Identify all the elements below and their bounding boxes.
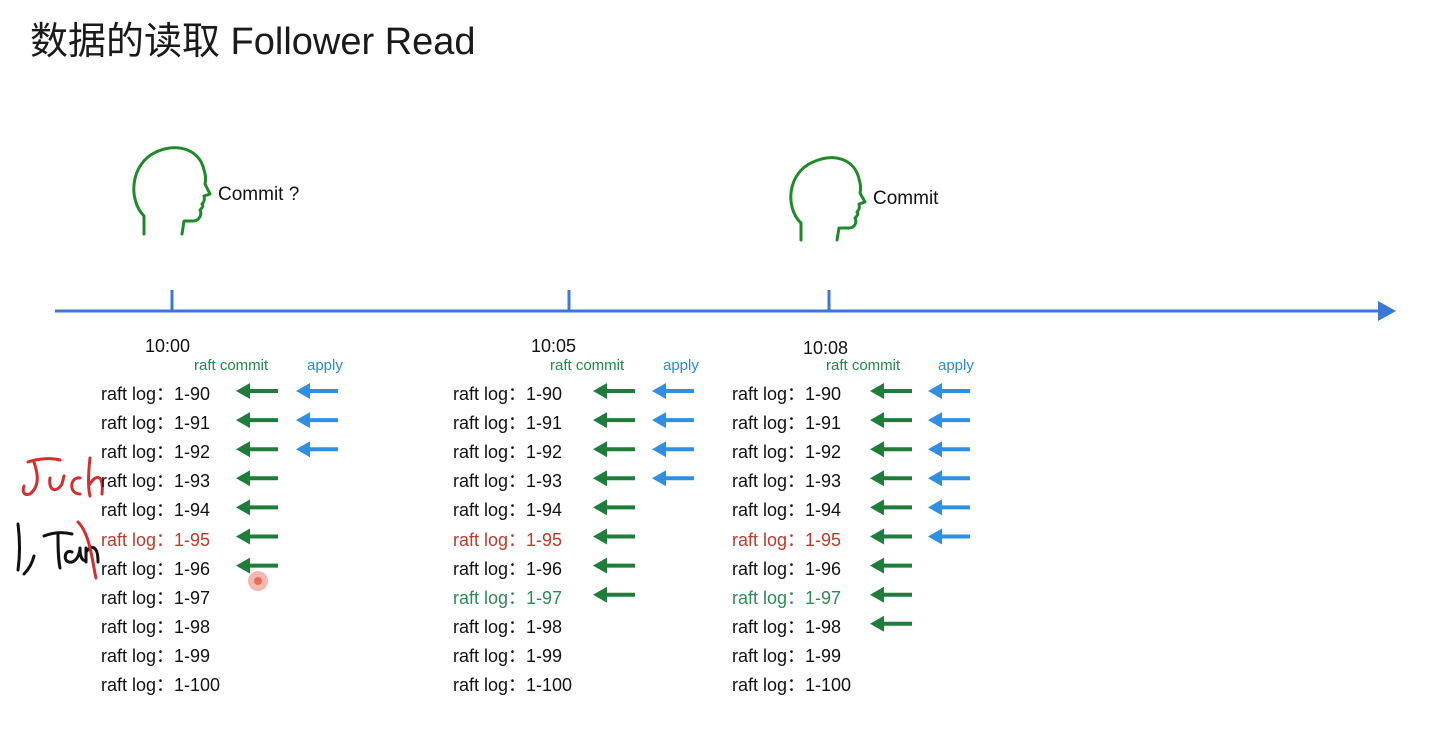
commit-arrow-icon	[593, 470, 635, 487]
commit-arrow-icon	[236, 441, 278, 458]
commit-arrow-icon	[236, 499, 278, 516]
commit-arrow-icon	[870, 586, 912, 603]
commit-arrow-icon	[593, 441, 635, 458]
commit-arrow-icon	[870, 528, 912, 545]
raft-log-entry: raft log：1-92	[732, 442, 842, 463]
commit-arrow-icon	[236, 412, 278, 429]
raft-log-entry: raft log：1-95	[453, 529, 563, 550]
raft-log-entry: raft log：1-100	[453, 675, 573, 695]
raft-log-entry: raft log：1-94	[732, 500, 842, 521]
apply-arrow-icon	[296, 441, 338, 458]
head-icon	[789, 156, 867, 242]
raft-log-entry: raft log：1-91	[101, 413, 211, 434]
commit-arrow-icon	[236, 557, 278, 574]
raft-log-entry: raft log：1-97	[453, 587, 563, 608]
commit-arrow-icon	[870, 412, 912, 429]
raft-log-entry: raft log：1-100	[101, 675, 221, 695]
apply-arrow-icon	[928, 441, 970, 458]
apply-arrow-icon	[928, 383, 970, 399]
raft-log-entry: raft log：1-96	[101, 558, 211, 579]
time-label: 10:08	[803, 338, 849, 358]
raft-log-entry: raft log：1-91	[453, 413, 563, 434]
header-raft-commit: raft commit	[826, 357, 901, 374]
raft-log-entry: raft log：1-97	[101, 587, 211, 608]
apply-arrow-icon	[928, 470, 970, 487]
apply-arrow-icon	[652, 441, 694, 458]
commit-arrow-icon	[593, 499, 635, 516]
raft-log-entry: raft log：1-98	[101, 616, 211, 637]
raft-log-entry: raft log：1-99	[101, 645, 211, 666]
raft-log-entry: raft log：1-95	[101, 529, 211, 550]
raft-log-entry: raft log：1-95	[732, 529, 842, 550]
raft-log-entry: raft log：1-94	[101, 500, 211, 521]
header-apply: apply	[938, 357, 974, 374]
commit-arrow-icon	[593, 412, 635, 429]
raft-log-entry: raft log：1-99	[732, 645, 842, 666]
raft-log-entry: raft log：1-100	[732, 675, 852, 695]
raft-log-entry: raft log：1-98	[732, 616, 842, 637]
raft-log-entry: raft log：1-93	[101, 471, 211, 492]
raft-log-entry: raft log：1-93	[732, 471, 842, 492]
raft-log-entry: raft log：1-91	[732, 413, 842, 434]
apply-arrow-icon	[652, 383, 694, 399]
head-icon	[132, 146, 212, 236]
head-label-question: Commit ?	[218, 184, 300, 205]
commit-arrow-icon	[870, 470, 912, 487]
raft-log-entry: raft log：1-93	[453, 471, 563, 492]
commit-arrow-icon	[593, 528, 635, 545]
raft-log-entry: raft log：1-92	[453, 442, 563, 463]
commit-arrow-icon	[593, 383, 635, 399]
cursor-dot-core	[254, 577, 262, 585]
raft-log-entry: raft log：1-90	[732, 384, 842, 404]
apply-arrow-icon	[928, 499, 970, 516]
header-raft-commit: raft commit	[194, 357, 269, 374]
time-label: 10:05	[531, 336, 577, 356]
commit-arrow-icon	[870, 441, 912, 458]
raft-log-entry: raft log：1-99	[453, 645, 563, 666]
raft-log-entry: raft log：1-92	[101, 442, 211, 463]
header-apply: apply	[663, 357, 699, 374]
raft-log-entry: raft log：1-97	[732, 587, 842, 608]
time-label: 10:00	[145, 336, 191, 356]
commit-arrow-icon	[593, 557, 635, 574]
raft-log-entry: raft log：1-94	[453, 500, 563, 521]
commit-arrow-icon	[236, 528, 278, 545]
raft-log-entry: raft log：1-90	[101, 384, 211, 404]
commit-arrow-icon	[870, 499, 912, 516]
commit-arrow-icon	[236, 470, 278, 487]
raft-log-entry: raft log：1-90	[453, 384, 563, 404]
header-apply: apply	[307, 357, 343, 374]
commit-arrow-icon	[870, 383, 912, 399]
raft-log-entry: raft log：1-96	[732, 558, 842, 579]
apply-arrow-icon	[928, 528, 970, 545]
apply-arrow-icon	[296, 383, 338, 399]
page-title: 数据的读取 Follower Read	[30, 21, 476, 63]
header-raft-commit: raft commit	[550, 357, 625, 374]
apply-arrow-icon	[652, 470, 694, 487]
timeline-arrowhead	[1378, 301, 1396, 321]
commit-arrow-icon	[870, 557, 912, 574]
raft-log-entry: raft log：1-96	[453, 558, 563, 579]
head-label-commit: Commit	[873, 188, 939, 209]
commit-arrow-icon	[593, 586, 635, 603]
raft-log-entry: raft log：1-98	[453, 616, 563, 637]
apply-arrow-icon	[928, 412, 970, 429]
apply-arrow-icon	[296, 412, 338, 429]
commit-arrow-icon	[870, 615, 912, 632]
handwritten-scribble	[16, 456, 104, 580]
apply-arrow-icon	[652, 412, 694, 429]
commit-arrow-icon	[236, 383, 278, 399]
